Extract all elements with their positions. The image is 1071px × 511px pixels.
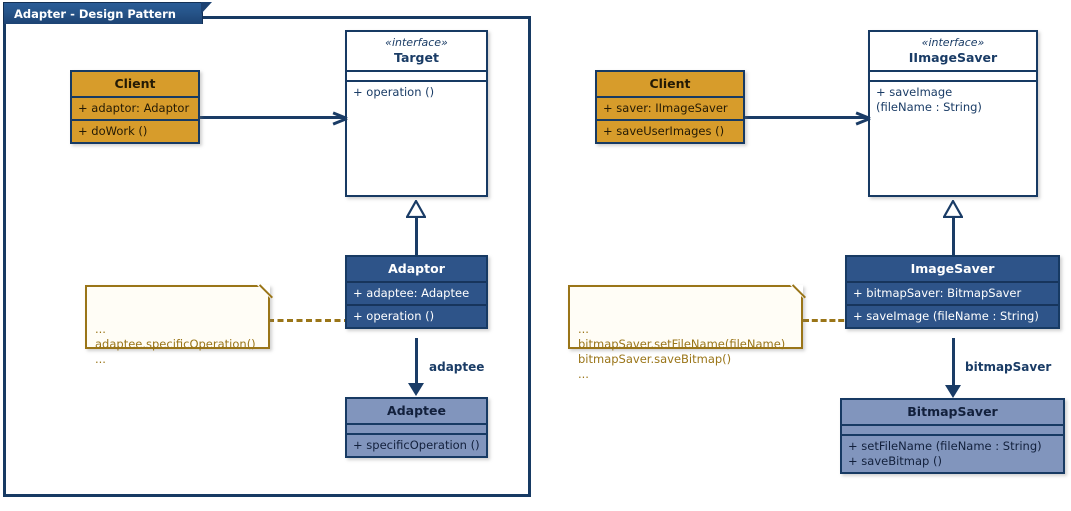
class-client-right-operations: + saveUserImages () (597, 119, 743, 142)
class-target[interactable]: «interface» Target + operation () (345, 30, 488, 197)
note-fold-icon-right (790, 285, 803, 298)
arrowhead-client-iimagesaver (855, 109, 868, 125)
class-adaptee-attributes (347, 423, 486, 433)
class-imagesaver[interactable]: ImageSaver + bitmapSaver: BitmapSaver + … (845, 255, 1060, 329)
class-imagesaver-title: ImageSaver (910, 261, 995, 276)
class-iimagesaver-stereotype: «interface» (921, 36, 985, 49)
arrowhead-imagesaver-bitmapsaver (945, 385, 961, 398)
class-iimagesaver[interactable]: «interface» IImageSaver + saveImage (fil… (868, 30, 1038, 197)
class-target-name: Target (394, 50, 439, 65)
class-bitmapsaver[interactable]: BitmapSaver + setFileName (fileName : St… (840, 398, 1065, 474)
class-iimagesaver-operations: + saveImage (fileName : String) (870, 80, 1036, 118)
class-iimagesaver-name: IImageSaver (908, 50, 998, 65)
class-adaptor-title: Adaptor (388, 261, 445, 276)
class-client-right-title: Client (649, 76, 691, 91)
class-client-left-operations: + doWork () (72, 119, 198, 142)
connector-client-iimagesaver (744, 116, 868, 119)
note-bitmapsaver-calls-text: ... bitmapSaver.setFileName(fileName) bi… (578, 322, 786, 381)
class-iimagesaver-attributes (870, 70, 1036, 80)
note-link-right (803, 319, 853, 322)
panel-title-tab[interactable]: Adapter - Design Pattern (3, 2, 212, 24)
class-iimagesaver-title: «interface» IImageSaver (870, 32, 1036, 70)
class-imagesaver-operations: + saveImage (fileName : String) (847, 304, 1058, 327)
class-target-operations: + operation () (347, 80, 486, 103)
class-client-left[interactable]: Client + adaptor: Adaptor + doWork () (70, 70, 200, 144)
note-fold-icon (257, 285, 270, 298)
class-bitmapsaver-attributes (842, 424, 1063, 434)
arrowhead-imagesaver-iimagesaver (942, 198, 964, 222)
connector-adaptor-target (415, 216, 418, 256)
arrowhead-adaptor-adaptee (408, 383, 424, 396)
class-target-title: «interface» Target (347, 32, 486, 70)
class-adaptor-attributes: + adaptee: Adaptee (347, 281, 486, 304)
class-adaptor-operations: + operation () (347, 304, 486, 327)
edge-label-adaptee: adaptee (429, 360, 485, 374)
class-bitmapsaver-operations: + setFileName (fileName : String) + save… (842, 434, 1063, 472)
connector-adaptor-adaptee (415, 338, 418, 388)
class-imagesaver-attributes: + bitmapSaver: BitmapSaver (847, 281, 1058, 304)
class-target-stereotype: «interface» (385, 36, 448, 49)
class-adaptee-operations: + specificOperation () (347, 433, 486, 456)
class-adaptee[interactable]: Adaptee + specificOperation () (345, 397, 488, 458)
class-client-right[interactable]: Client + saver: IImageSaver + saveUserIm… (595, 70, 745, 144)
class-target-attributes (347, 70, 486, 80)
arrowhead-client-target (332, 109, 345, 125)
class-adaptor[interactable]: Adaptor + adaptee: Adaptee + operation (… (345, 255, 488, 329)
note-bitmapsaver-calls: ... bitmapSaver.setFileName(fileName) bi… (568, 285, 803, 381)
class-bitmapsaver-title: BitmapSaver (907, 404, 998, 419)
connector-client-target (199, 116, 345, 119)
class-client-left-title: Client (114, 76, 156, 91)
note-adaptee-call: ... adaptee.specificOperation() ... (85, 285, 270, 366)
edge-label-bitmapsaver: bitmapSaver (965, 360, 1052, 374)
connector-imagesaver-bitmapsaver (952, 338, 955, 390)
note-adaptee-call-text: ... adaptee.specificOperation() ... (95, 322, 256, 366)
connector-imagesaver-iimagesaver (952, 216, 955, 256)
class-client-left-attributes: + adaptor: Adaptor (72, 96, 198, 119)
arrowhead-adaptor-target (405, 198, 427, 222)
class-adaptee-title: Adaptee (387, 403, 446, 418)
note-link-left (268, 319, 350, 322)
class-client-right-attributes: + saver: IImageSaver (597, 96, 743, 119)
